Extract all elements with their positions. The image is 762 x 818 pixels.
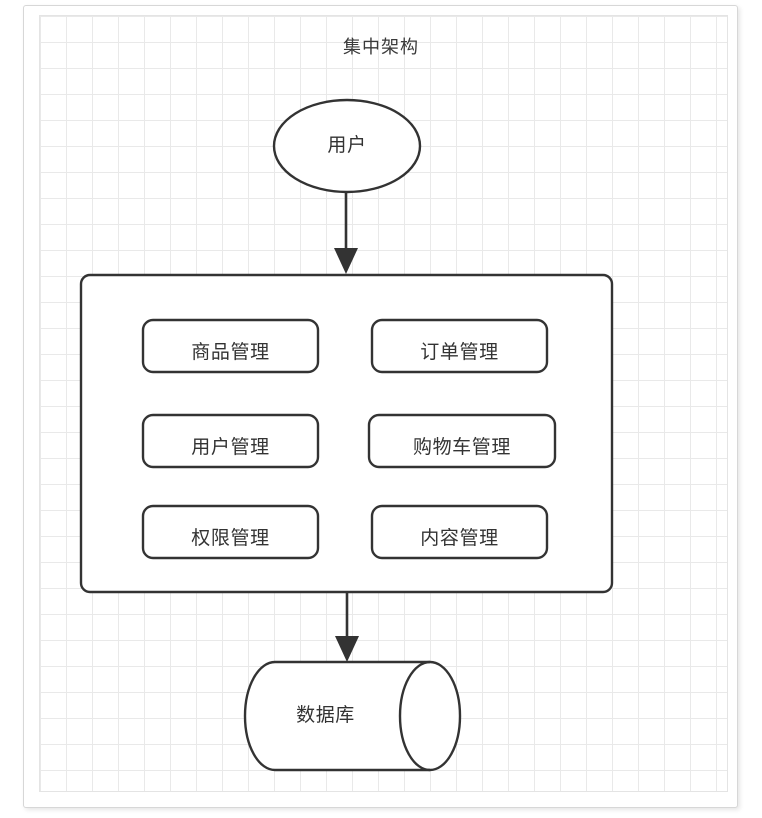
service-box-label-1: 商品管理	[191, 341, 270, 363]
service-box-label-5: 权限管理	[191, 527, 270, 549]
service-box-label-2: 订单管理	[420, 341, 499, 363]
diagram-title: 集中架构	[343, 37, 419, 58]
user-node-label: 用户	[327, 134, 367, 156]
database-node-label: 数据库	[296, 704, 355, 726]
diagram-canvas-card	[23, 5, 738, 808]
diagram-grid-surface	[39, 15, 728, 792]
service-box-label-3: 用户管理	[191, 436, 270, 458]
service-box-label-4: 购物车管理	[412, 436, 511, 458]
service-box-label-6: 内容管理	[420, 527, 499, 549]
